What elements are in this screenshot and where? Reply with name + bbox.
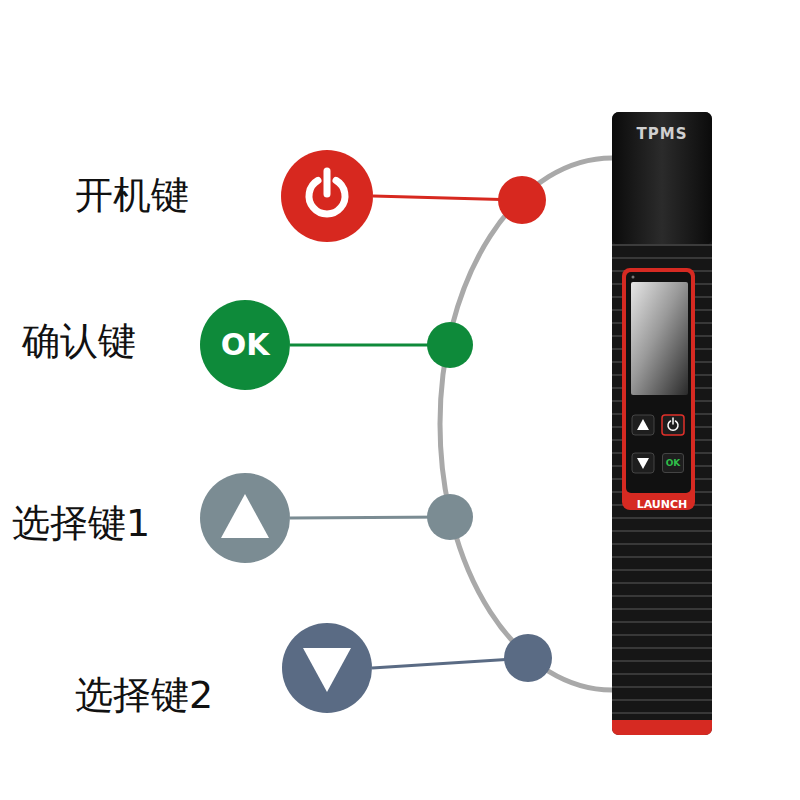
label-wrap: 选择键2 [75,674,213,718]
marker-dot [498,176,546,224]
label-wrap: 开机键 [75,174,189,218]
key-name-label: 开机键 [75,174,189,218]
text-wrap: OK [200,300,290,390]
ok-key: OK [662,453,684,473]
guide-arc [440,158,612,690]
tpms-device-drawing [612,112,712,735]
text-wrap: LAUNCH [612,493,712,512]
power-symbol [324,171,331,194]
text-wrap: OK [663,454,683,472]
power-button-icon [281,150,373,242]
brand-model-text: TPMS [637,126,688,143]
leader-line [290,344,450,347]
label-wrap: 确认键 [22,320,136,364]
marker-dot [427,322,473,368]
key-text: OK [666,458,681,468]
leader-line [290,517,450,518]
up-button-icon [200,473,290,563]
marker-dot [427,494,473,540]
key-name-label: 选择键2 [75,674,213,718]
tpms-device: TPMS LAUNCH OK [612,112,712,735]
up-triangle [221,494,269,538]
ok-text: OK [221,328,270,363]
key-name-label: 确认键 [22,320,136,364]
text-wrap: TPMS [612,124,712,143]
down-button-icon [282,623,372,713]
label-wrap: 选择键1 [12,502,150,546]
ok-button-circle: OK [200,300,290,390]
key-name-label: 选择键1 [12,502,150,546]
brand-text: LAUNCH [637,499,688,512]
down-triangle [303,648,351,692]
circle-shape [200,300,290,390]
marker-dot [504,634,552,682]
